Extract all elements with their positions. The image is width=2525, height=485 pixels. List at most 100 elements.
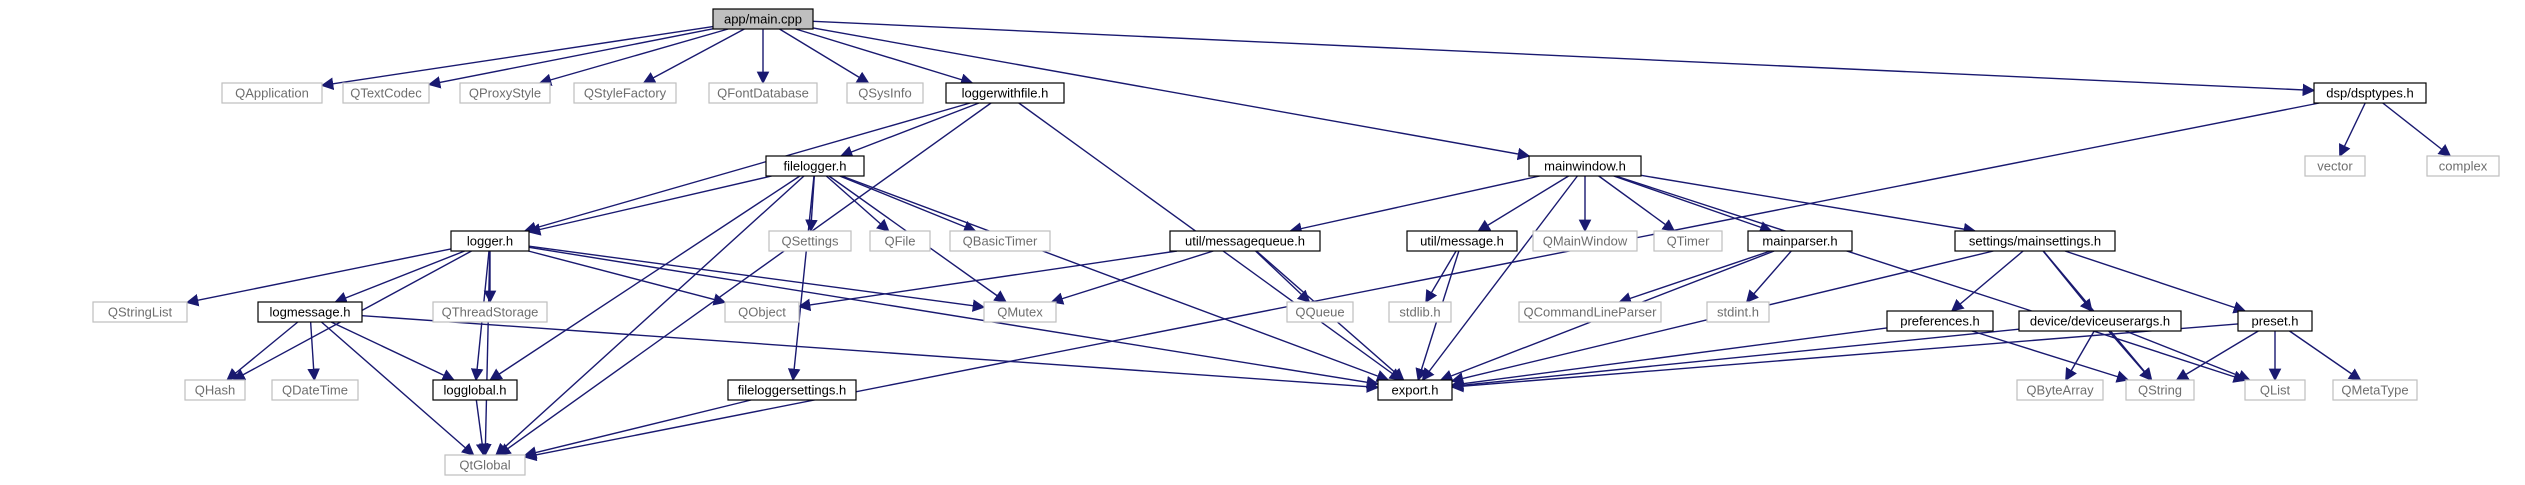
node-box-main_cpp[interactable] (712, 8, 814, 30)
node-mainsettings[interactable]: settings/mainsettings.h (1954, 230, 2116, 252)
edges-layer (185, 20, 2452, 462)
node-mainparser[interactable]: mainparser.h (1747, 230, 1853, 252)
node-label-QtGlobal: QtGlobal (459, 457, 510, 472)
edge-logmessage-to-QtGlobal (320, 321, 475, 456)
edge-filelogger-to-QFile (825, 175, 890, 232)
node-box-stdint (1706, 301, 1770, 323)
edge-mainwindow-to-messagequeue (1289, 175, 1540, 235)
node-label-stdlib: stdlib.h (1399, 304, 1440, 319)
node-box-QFile (869, 230, 931, 252)
node-filelogger[interactable]: filelogger.h (765, 155, 865, 177)
node-box-QStyleFactory (573, 82, 677, 104)
node-label-complex: complex (2439, 158, 2488, 173)
node-label-deviceuserargs: device/deviceuserargs.h (2030, 313, 2170, 328)
node-QQueue: QQueue (1286, 301, 1354, 323)
node-box-loggerwithfile[interactable] (945, 82, 1065, 104)
node-box-mainwindow[interactable] (1528, 155, 1642, 177)
node-box-dsptypes[interactable] (2313, 82, 2427, 104)
node-box-deviceuserargs[interactable] (2018, 310, 2182, 332)
node-logger[interactable]: logger.h (450, 230, 530, 252)
node-box-filelogger[interactable] (765, 155, 865, 177)
node-QMutex: QMutex (983, 301, 1057, 323)
edge-deviceuserargs-to-QList (2125, 330, 2251, 382)
node-box-QList (2244, 379, 2306, 401)
node-logglobal[interactable]: logglobal.h (432, 379, 518, 401)
node-deviceuserargs[interactable]: device/deviceuserargs.h (2018, 310, 2182, 332)
node-box-vector (2304, 155, 2366, 177)
node-logmessage[interactable]: logmessage.h (257, 301, 363, 323)
node-messagequeue[interactable]: util/messagequeue.h (1169, 230, 1321, 252)
edge-main_cpp-to-QProxyStyle (538, 28, 729, 86)
edge-preset-to-export (1450, 323, 2239, 393)
node-box-mainsettings[interactable] (1954, 230, 2116, 252)
node-preferences[interactable]: preferences.h (1886, 310, 1994, 332)
edge-loggerwithfile-to-logger (523, 102, 971, 234)
edge-fileloggersettings-to-QtGlobal (523, 399, 752, 459)
node-box-mainparser[interactable] (1747, 230, 1853, 252)
node-QtGlobal: QtGlobal (444, 454, 526, 476)
node-box-logger[interactable] (450, 230, 530, 252)
node-main_cpp[interactable]: app/main.cpp (712, 8, 814, 30)
node-label-export: export.h (1392, 382, 1439, 397)
node-box-preset[interactable] (2237, 310, 2313, 332)
node-box-QThreadStorage (432, 301, 548, 323)
node-label-messagequeue: util/messagequeue.h (1185, 233, 1305, 248)
node-label-QSysInfo: QSysInfo (858, 85, 911, 100)
node-box-message[interactable] (1406, 230, 1518, 252)
node-label-QMutex: QMutex (997, 304, 1043, 319)
node-QObject: QObject (724, 301, 800, 323)
edge-deviceuserargs-to-QByteArray (2065, 330, 2095, 382)
edge-main_cpp-to-QApplication (320, 25, 714, 91)
node-label-QThreadStorage: QThreadStorage (442, 304, 539, 319)
node-box-logmessage[interactable] (257, 301, 363, 323)
node-QHash: QHash (184, 379, 246, 401)
edge-messagequeue-to-QMutex (1050, 250, 1214, 305)
node-loggerwithfile[interactable]: loggerwithfile.h (945, 82, 1065, 104)
edge-mainwindow-to-QList (1615, 175, 2247, 383)
node-label-mainwindow: mainwindow.h (1544, 158, 1626, 173)
node-QApplication: QApplication (221, 82, 323, 104)
node-box-messagequeue[interactable] (1169, 230, 1321, 252)
edge-filelogger-to-QBasicTimer (839, 175, 977, 233)
node-dsptypes[interactable]: dsp/dsptypes.h (2313, 82, 2427, 104)
node-QTimer: QTimer (1653, 230, 1723, 252)
edge-main_cpp-to-dsptypes (812, 20, 2316, 97)
node-label-QByteArray: QByteArray (2026, 382, 2094, 397)
node-box-QSysInfo (846, 82, 924, 104)
edge-loggerwithfile-to-filelogger (839, 102, 980, 158)
node-label-QFile: QFile (884, 233, 915, 248)
node-box-logglobal[interactable] (432, 379, 518, 401)
edge-main_cpp-to-QTextCodec (427, 28, 714, 89)
node-box-QString (2125, 379, 2195, 401)
edge-filelogger-to-export (841, 175, 1390, 382)
node-fileloggersettings[interactable]: fileloggersettings.h (727, 379, 857, 401)
node-box-fileloggersettings[interactable] (727, 379, 857, 401)
node-label-mainsettings: settings/mainsettings.h (1969, 233, 2101, 248)
edge-preferences-to-export (1450, 327, 1888, 390)
edge-filelogger-to-fileloggersettings (787, 175, 815, 382)
node-label-filelogger: filelogger.h (784, 158, 847, 173)
node-QSysInfo: QSysInfo (846, 82, 924, 104)
node-message[interactable]: util/message.h (1406, 230, 1518, 252)
node-label-QStringList: QStringList (108, 304, 173, 319)
node-label-QStyleFactory: QStyleFactory (584, 85, 667, 100)
edge-logmessage-to-export (361, 314, 1380, 393)
edge-mainwindow-to-mainsettings (1640, 174, 1977, 236)
node-label-QObject: QObject (738, 304, 786, 319)
edge-mainwindow-to-QTimer (1598, 175, 1676, 232)
node-mainwindow[interactable]: mainwindow.h (1528, 155, 1642, 177)
node-box-preferences[interactable] (1886, 310, 1994, 332)
edge-deviceuserargs-to-QString (2108, 330, 2153, 381)
edge-logger-to-QtGlobal (479, 250, 492, 457)
node-export[interactable]: export.h (1377, 379, 1453, 401)
node-box-QTextCodec (342, 82, 430, 104)
node-QProxyStyle: QProxyStyle (459, 82, 551, 104)
node-box-export[interactable] (1377, 379, 1453, 401)
node-label-QMetaType: QMetaType (2341, 382, 2408, 397)
node-label-QTextCodec: QTextCodec (350, 85, 422, 100)
node-preset[interactable]: preset.h (2237, 310, 2313, 332)
node-label-logger: logger.h (467, 233, 513, 248)
node-label-QProxyStyle: QProxyStyle (469, 85, 541, 100)
edge-logglobal-to-QtGlobal (475, 399, 489, 457)
edge-filelogger-to-logglobal (489, 175, 801, 381)
